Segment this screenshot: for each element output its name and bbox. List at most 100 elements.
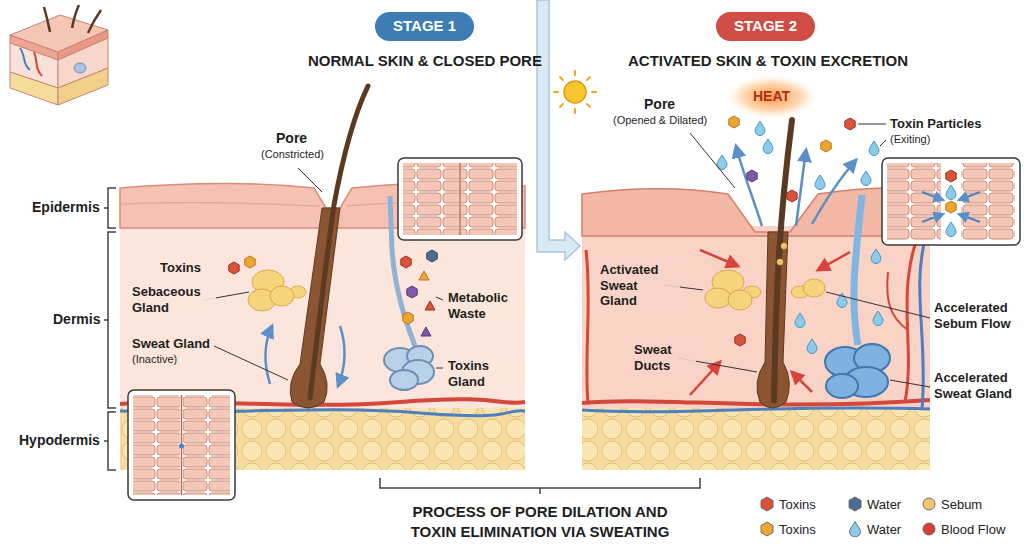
activated-skin-section	[826, 374, 858, 398]
closed-pore-inset	[459, 163, 461, 235]
open-pore-inset	[959, 192, 980, 200]
activated-skin-section	[586, 250, 588, 403]
open-pore-inset	[959, 214, 980, 222]
legend-swatch	[848, 521, 862, 537]
heat-and-excretion	[861, 171, 871, 186]
legend-swatch	[922, 496, 936, 512]
part-label: Accelerated Sebum Flow	[934, 300, 1020, 331]
layer-bracket	[104, 232, 116, 408]
heat-and-excretion	[815, 175, 825, 190]
legend-entry: Water	[848, 521, 901, 537]
leader-line	[204, 168, 443, 380]
activated-skin-section	[774, 120, 792, 400]
part-label: Sweat Gland	[130, 336, 212, 352]
skin-block-icon	[72, 5, 79, 28]
heat-label: HEAT	[753, 88, 790, 105]
skin-block-icon	[20, 48, 30, 70]
closed-pore-inset	[133, 395, 180, 495]
activated-skin-section	[873, 311, 883, 326]
heat-and-excretion	[554, 71, 596, 113]
legend-swatch-shape	[761, 497, 773, 511]
legend-entry: Blood Flow	[922, 521, 1005, 537]
part-note: (Exiting)	[890, 133, 930, 146]
leader-line	[298, 168, 322, 192]
part-label: Toxins Gland	[446, 358, 524, 389]
activated-skin-section	[582, 120, 930, 470]
heat-and-excretion	[812, 160, 856, 224]
stage-badge: STAGE 1	[375, 12, 474, 41]
skin-block-icon	[58, 68, 108, 105]
closed-pore-inset	[398, 158, 522, 240]
skin-block-icon	[44, 7, 50, 32]
layer-bracket	[104, 188, 116, 470]
stage-divider-arrow	[537, 0, 580, 260]
skin-block-icon	[74, 63, 86, 73]
activated-skin-section	[905, 245, 915, 402]
layer-label: Hypodermis	[19, 432, 100, 449]
closed-pore-inset	[128, 158, 522, 500]
activated-skin-section	[582, 400, 930, 405]
normal-skin-section	[338, 326, 345, 386]
activated-skin-section	[920, 240, 925, 409]
part-label: Activated Sweat Gland	[598, 262, 680, 309]
open-pore-inset	[882, 158, 1020, 245]
legend-swatch	[760, 496, 774, 512]
layer-bracket	[104, 188, 116, 228]
activated-skin-section	[818, 252, 850, 270]
activated-skin-section	[582, 405, 930, 470]
heat-and-excretion	[755, 121, 765, 136]
legend-text: Blood Flow	[941, 522, 1005, 537]
activated-skin-section	[735, 334, 745, 346]
activated-skin-section	[887, 272, 908, 330]
closed-pore-inset	[183, 395, 230, 495]
normal-skin-section	[270, 286, 294, 306]
normal-skin-section	[245, 256, 255, 268]
caption: PROCESS OF PORE DILATION AND TOXIN ELIMI…	[390, 502, 690, 543]
activated-skin-section	[792, 372, 812, 392]
legend-swatch	[922, 521, 936, 537]
skin-block-icon	[88, 10, 101, 33]
activated-skin-section	[582, 226, 930, 408]
heat-and-excretion	[728, 76, 816, 118]
normal-skin-section	[407, 286, 417, 298]
activated-skin-section	[582, 405, 930, 470]
normal-skin-section	[419, 271, 429, 280]
closed-pore-inset	[403, 163, 459, 235]
layer-label: Dermis	[53, 311, 100, 328]
legend-swatch	[760, 521, 774, 537]
activated-skin-section	[777, 259, 783, 265]
part-label: Sweat Ducts	[632, 342, 696, 373]
heat-and-excretion	[787, 190, 797, 202]
legend-text: Toxins	[779, 522, 816, 537]
part-note: (Opened & Dilated)	[613, 114, 707, 127]
normal-skin-section	[229, 262, 239, 274]
normal-skin-section	[427, 250, 437, 262]
activated-skin-section	[871, 249, 881, 264]
open-pore-inset	[922, 214, 943, 222]
heat-and-excretion	[554, 71, 879, 226]
part-note: (Constricted)	[261, 148, 324, 161]
leader-line	[436, 297, 443, 300]
part-label: Toxin Particles	[890, 116, 982, 132]
part-label: Accelerated Sweat Gland	[934, 370, 1020, 401]
open-pore-inset	[887, 163, 941, 240]
heat-and-excretion	[729, 116, 739, 128]
stage-divider-arrow	[537, 0, 580, 260]
normal-skin-section	[401, 256, 411, 268]
legend-text: Water	[867, 522, 901, 537]
part-label: Pore	[644, 96, 675, 113]
activated-skin-section	[582, 408, 930, 412]
stage-title: STAGE 2	[734, 17, 797, 34]
skin-block-icon	[10, 5, 108, 105]
normal-skin-section	[290, 208, 340, 408]
leader-line	[826, 292, 930, 318]
legend-swatch-shape	[923, 498, 935, 510]
open-pore-inset	[946, 222, 956, 237]
open-pore-inset	[961, 163, 1015, 240]
legend-swatch-shape	[850, 522, 861, 538]
heat-and-excretion	[564, 81, 586, 103]
leader-line	[664, 124, 930, 387]
heat-and-excretion	[796, 150, 806, 226]
open-pore-inset	[922, 192, 943, 200]
heat-and-excretion	[747, 170, 757, 182]
